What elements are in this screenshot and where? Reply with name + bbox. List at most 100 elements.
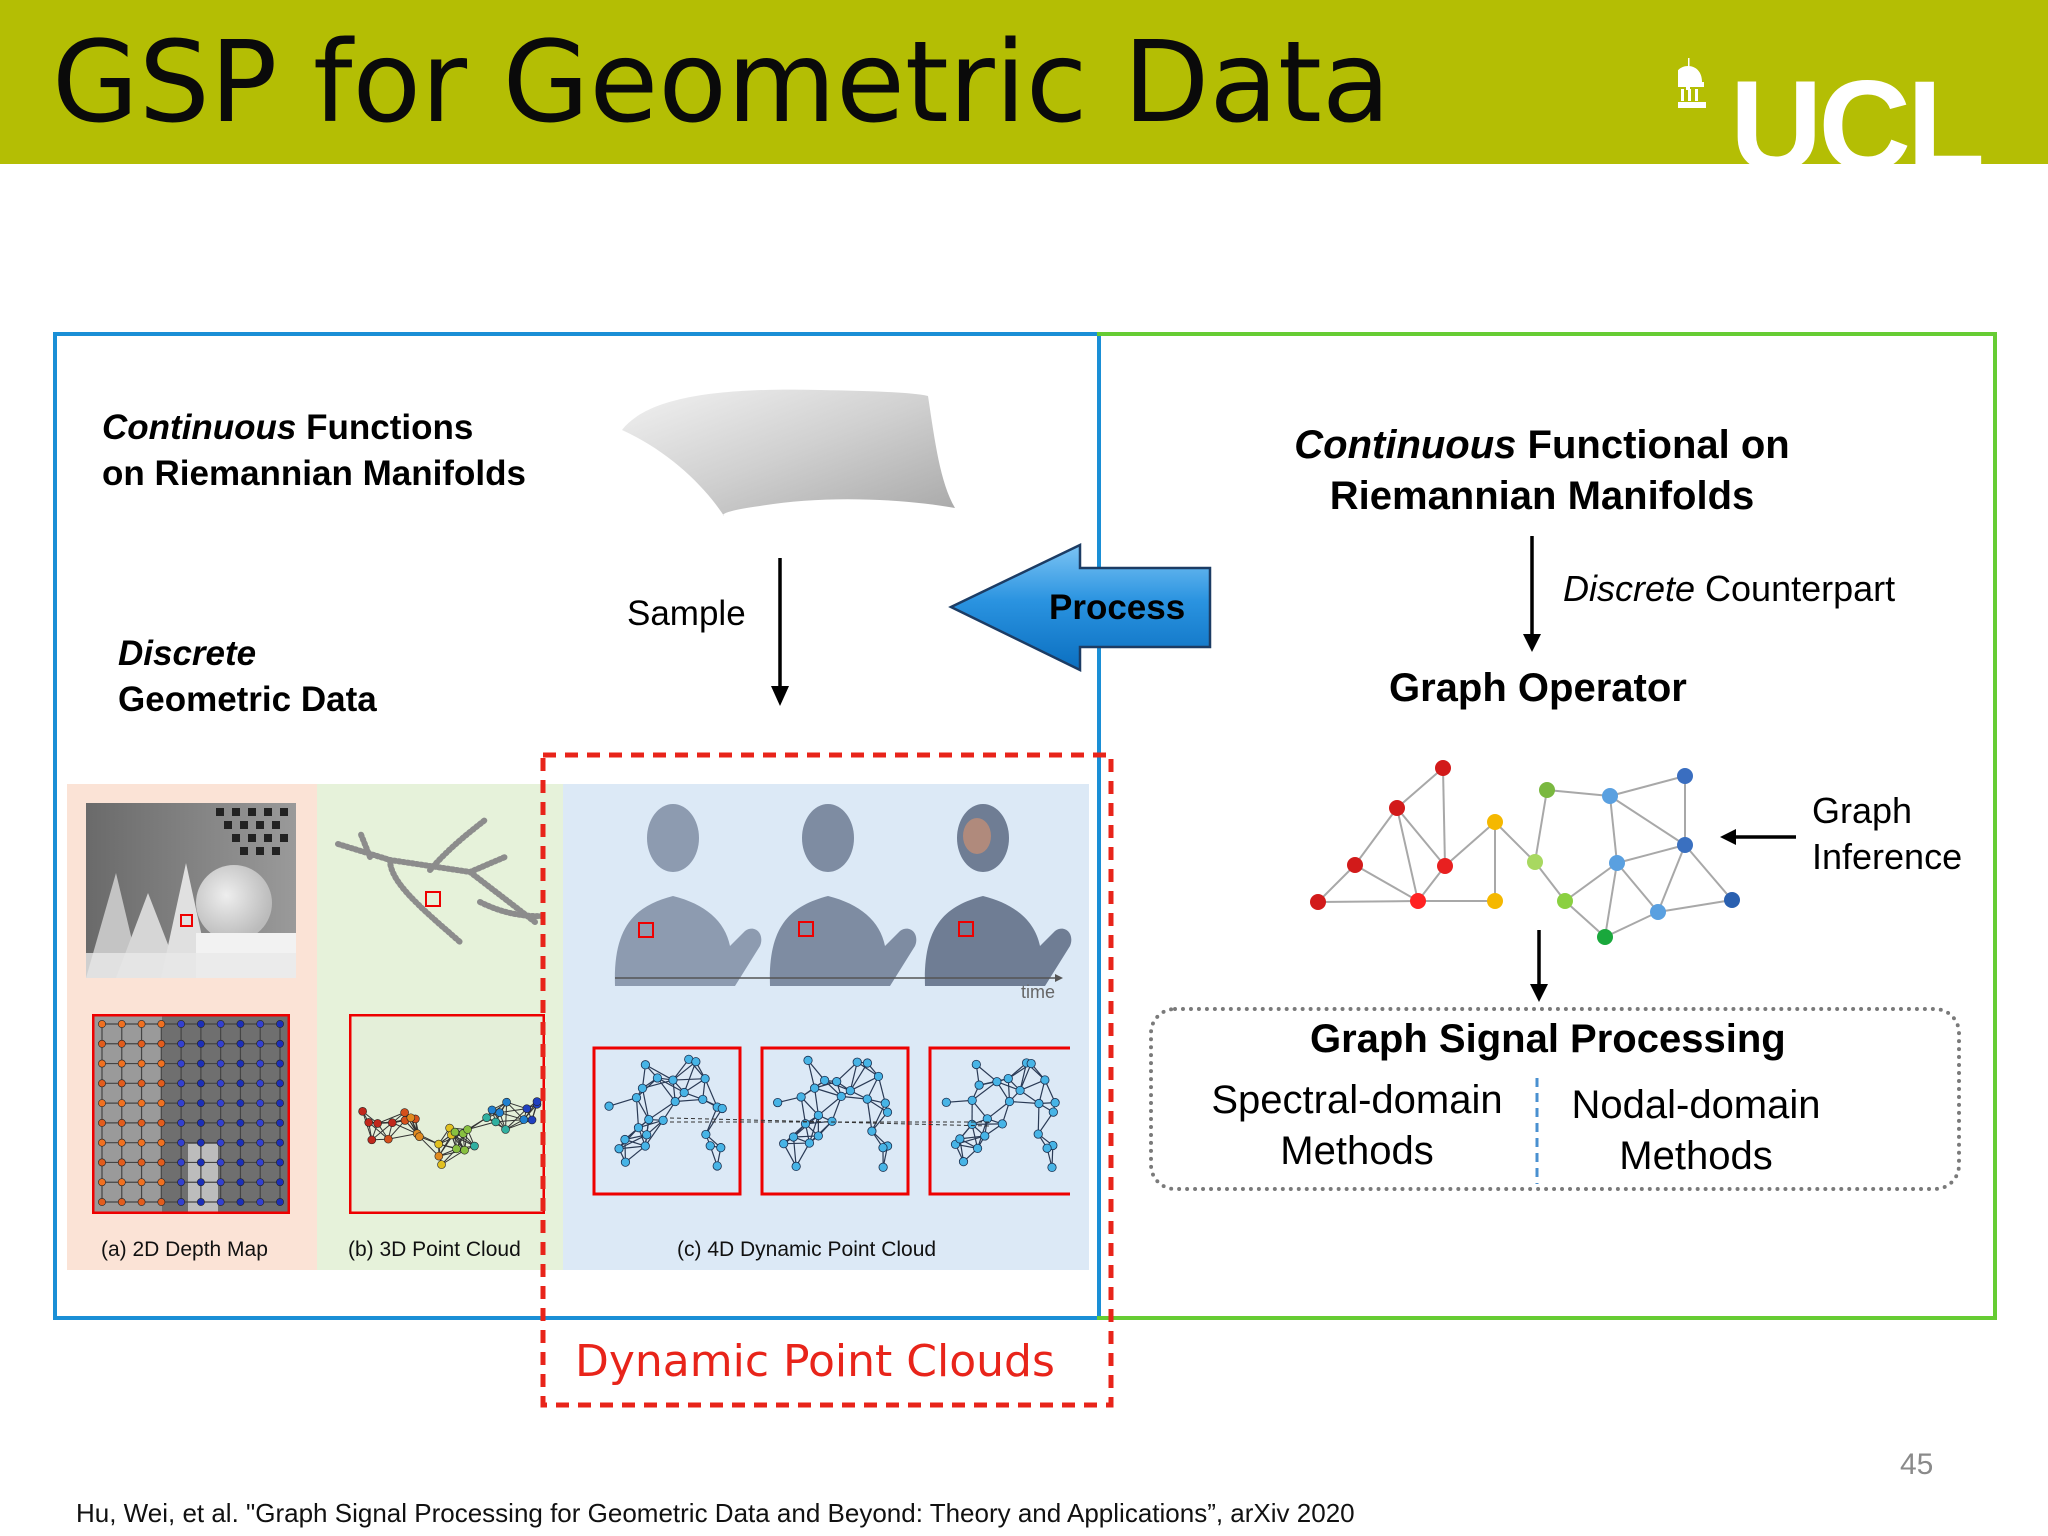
graph-node (604, 1101, 614, 1111)
graph-node (788, 1132, 799, 1142)
graph-node (532, 1097, 542, 1106)
graph-node (256, 1198, 265, 1206)
graph-node (373, 1119, 382, 1128)
dynamic-point-clouds-label: Dynamic Point Clouds (575, 1336, 1055, 1387)
graph-node (117, 1178, 126, 1187)
graph-node (236, 1079, 245, 1088)
graph-node (216, 1079, 225, 1088)
graph-node (276, 1158, 284, 1167)
graph-node (992, 1077, 1002, 1087)
graph-node (387, 1118, 397, 1128)
graph-node (216, 1039, 225, 1048)
graph-node (640, 1060, 651, 1070)
graph-node (177, 1099, 186, 1108)
graph-node (196, 1178, 205, 1187)
graph-node (177, 1020, 186, 1028)
discrete-counterpart-label: Discrete Counterpart (1563, 568, 1896, 609)
graph-node (137, 1138, 146, 1147)
graph-node (157, 1059, 166, 1068)
dynamic-point-cloud-images (614, 804, 1072, 986)
graph-node (482, 1113, 491, 1122)
graph-node (236, 1138, 245, 1147)
graph-node (256, 1178, 265, 1187)
graph-node (698, 1094, 708, 1105)
graph-node (717, 1103, 727, 1114)
graph-node (813, 1110, 823, 1120)
continuous-functional-label: Continuous Functional on Riemannian Mani… (1294, 423, 1790, 518)
graph-node (1677, 837, 1693, 853)
title-bar: GSP for Geometric Data UCL (0, 0, 2048, 164)
graph-node (358, 1107, 367, 1116)
graph-node (196, 1079, 205, 1088)
graph-node (157, 1079, 166, 1088)
graph-node (137, 1020, 146, 1028)
graph-node (1003, 1073, 1013, 1084)
graph-inference-label: Graph Inference (1812, 790, 1963, 877)
graph-node (463, 1125, 472, 1134)
graph-node (98, 1198, 106, 1206)
graph-node (137, 1178, 146, 1187)
graph-node (701, 1129, 711, 1140)
graph-node (1597, 929, 1613, 945)
continuous-functions-label: Continuous Functions on Riemannian Manif… (102, 408, 526, 493)
citation: Hu, Wei, et al. "Graph Signal Processing… (76, 1498, 1355, 1528)
graph-node (862, 1058, 873, 1068)
graph-node (813, 1131, 823, 1141)
graph-node (137, 1198, 146, 1206)
graph-node (1042, 1143, 1052, 1153)
graph-node (679, 1087, 689, 1098)
graph-node (878, 1143, 888, 1153)
graph-node (117, 1020, 126, 1028)
caption-3d-point-cloud: (b) 3D Point Cloud (348, 1238, 521, 1261)
graph-node (236, 1118, 245, 1127)
time-axis-label: time (1021, 982, 1056, 1002)
graph-node (196, 1059, 205, 1068)
graph-operator-label: Graph Operator (1389, 666, 1687, 710)
graph-node (196, 1138, 205, 1147)
graph-node (452, 1144, 461, 1154)
graph-node (216, 1059, 225, 1068)
graph-node (177, 1138, 186, 1147)
graph-node (177, 1158, 186, 1167)
graph-node (276, 1138, 284, 1147)
graph-node (836, 1091, 846, 1101)
graph-node (882, 1107, 893, 1117)
graph-node (712, 1161, 722, 1171)
graph-node (367, 1135, 377, 1145)
graph-node (1310, 894, 1326, 910)
graph-node (157, 1158, 166, 1167)
graph-node (972, 1143, 983, 1153)
graph-node (527, 1115, 537, 1125)
gsp-title: Graph Signal Processing (1310, 1017, 1786, 1061)
graph-node (1347, 857, 1363, 873)
graph-node (177, 1198, 186, 1206)
slide-title: GSP for Geometric Data (52, 18, 1391, 148)
graph-node (1040, 1075, 1050, 1085)
graph-node (177, 1118, 186, 1127)
graph-node (773, 1097, 783, 1108)
graph-node (1026, 1058, 1036, 1069)
graph-node (117, 1079, 126, 1088)
graph-node (117, 1059, 126, 1068)
graph-node (196, 1118, 205, 1127)
graph-node (157, 1198, 166, 1206)
graph-node (256, 1138, 265, 1147)
depth-map-image (86, 803, 296, 978)
manifold-surface (622, 389, 955, 516)
graph-node (779, 1139, 789, 1149)
caption-4d-dynamic-point-cloud: (c) 4D Dynamic Point Cloud (677, 1238, 937, 1261)
graph-node (1410, 893, 1426, 909)
graph-node (216, 1138, 225, 1147)
graph-node (236, 1039, 245, 1048)
graph-node (460, 1145, 469, 1155)
graph-node (177, 1079, 186, 1088)
graph-node (276, 1099, 284, 1108)
graph-node (98, 1020, 106, 1028)
graph-node (177, 1039, 186, 1048)
graph-node (256, 1099, 265, 1108)
graph-node (196, 1198, 205, 1206)
graph-node (502, 1097, 511, 1107)
graph-node (450, 1127, 460, 1137)
graph-node (1527, 854, 1543, 870)
